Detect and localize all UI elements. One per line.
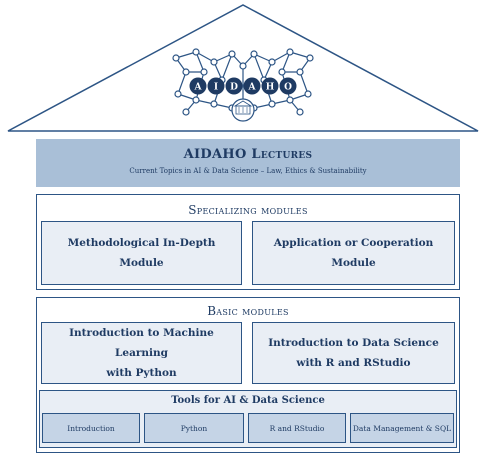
logo-letter: D — [230, 83, 238, 93]
specializing-title: Specializing modules — [188, 203, 308, 217]
ml-python-module: Introduction to Machine Learning with Py… — [41, 322, 242, 384]
logo-letter: A — [248, 83, 257, 93]
tool-data-management-sql: Data Management & SQL — [350, 413, 454, 443]
lectures-band: AIDAHO Lectures Current Topics in AI & D… — [36, 139, 460, 187]
tools-title: Tools for AI & Data Science — [171, 395, 325, 406]
tool-introduction: Introduction — [42, 413, 140, 443]
lectures-title: AIDAHO Lectures — [183, 147, 313, 162]
application-module: Application or Cooperation Module — [252, 221, 455, 285]
logo-letter: A — [194, 83, 203, 93]
lectures-subtitle: Current Topics in AI & Data Science – La… — [129, 167, 367, 175]
basic-modules-section: Basic modules Introduction to Machine Le… — [36, 297, 460, 453]
methodological-module: Methodological In-Depth Module — [41, 221, 242, 285]
ds-r-module: Introduction to Data Science with R and … — [252, 322, 455, 384]
seal-icon — [231, 98, 255, 122]
tool-r-rstudio: R and RStudio — [248, 413, 346, 443]
logo-letter: H — [266, 83, 275, 93]
specializing-modules-section: Specializing modules Methodological In-D… — [36, 194, 460, 290]
tool-python: Python — [144, 413, 244, 443]
logo-letter: O — [284, 83, 292, 93]
basic-title: Basic modules — [207, 304, 289, 318]
tools-section: Tools for AI & Data Science Introduction… — [39, 390, 457, 448]
logo-letter: I — [214, 83, 218, 93]
roof: A I D A H O — [7, 4, 479, 132]
aidaho-logo: A I D A H O — [172, 48, 314, 122]
